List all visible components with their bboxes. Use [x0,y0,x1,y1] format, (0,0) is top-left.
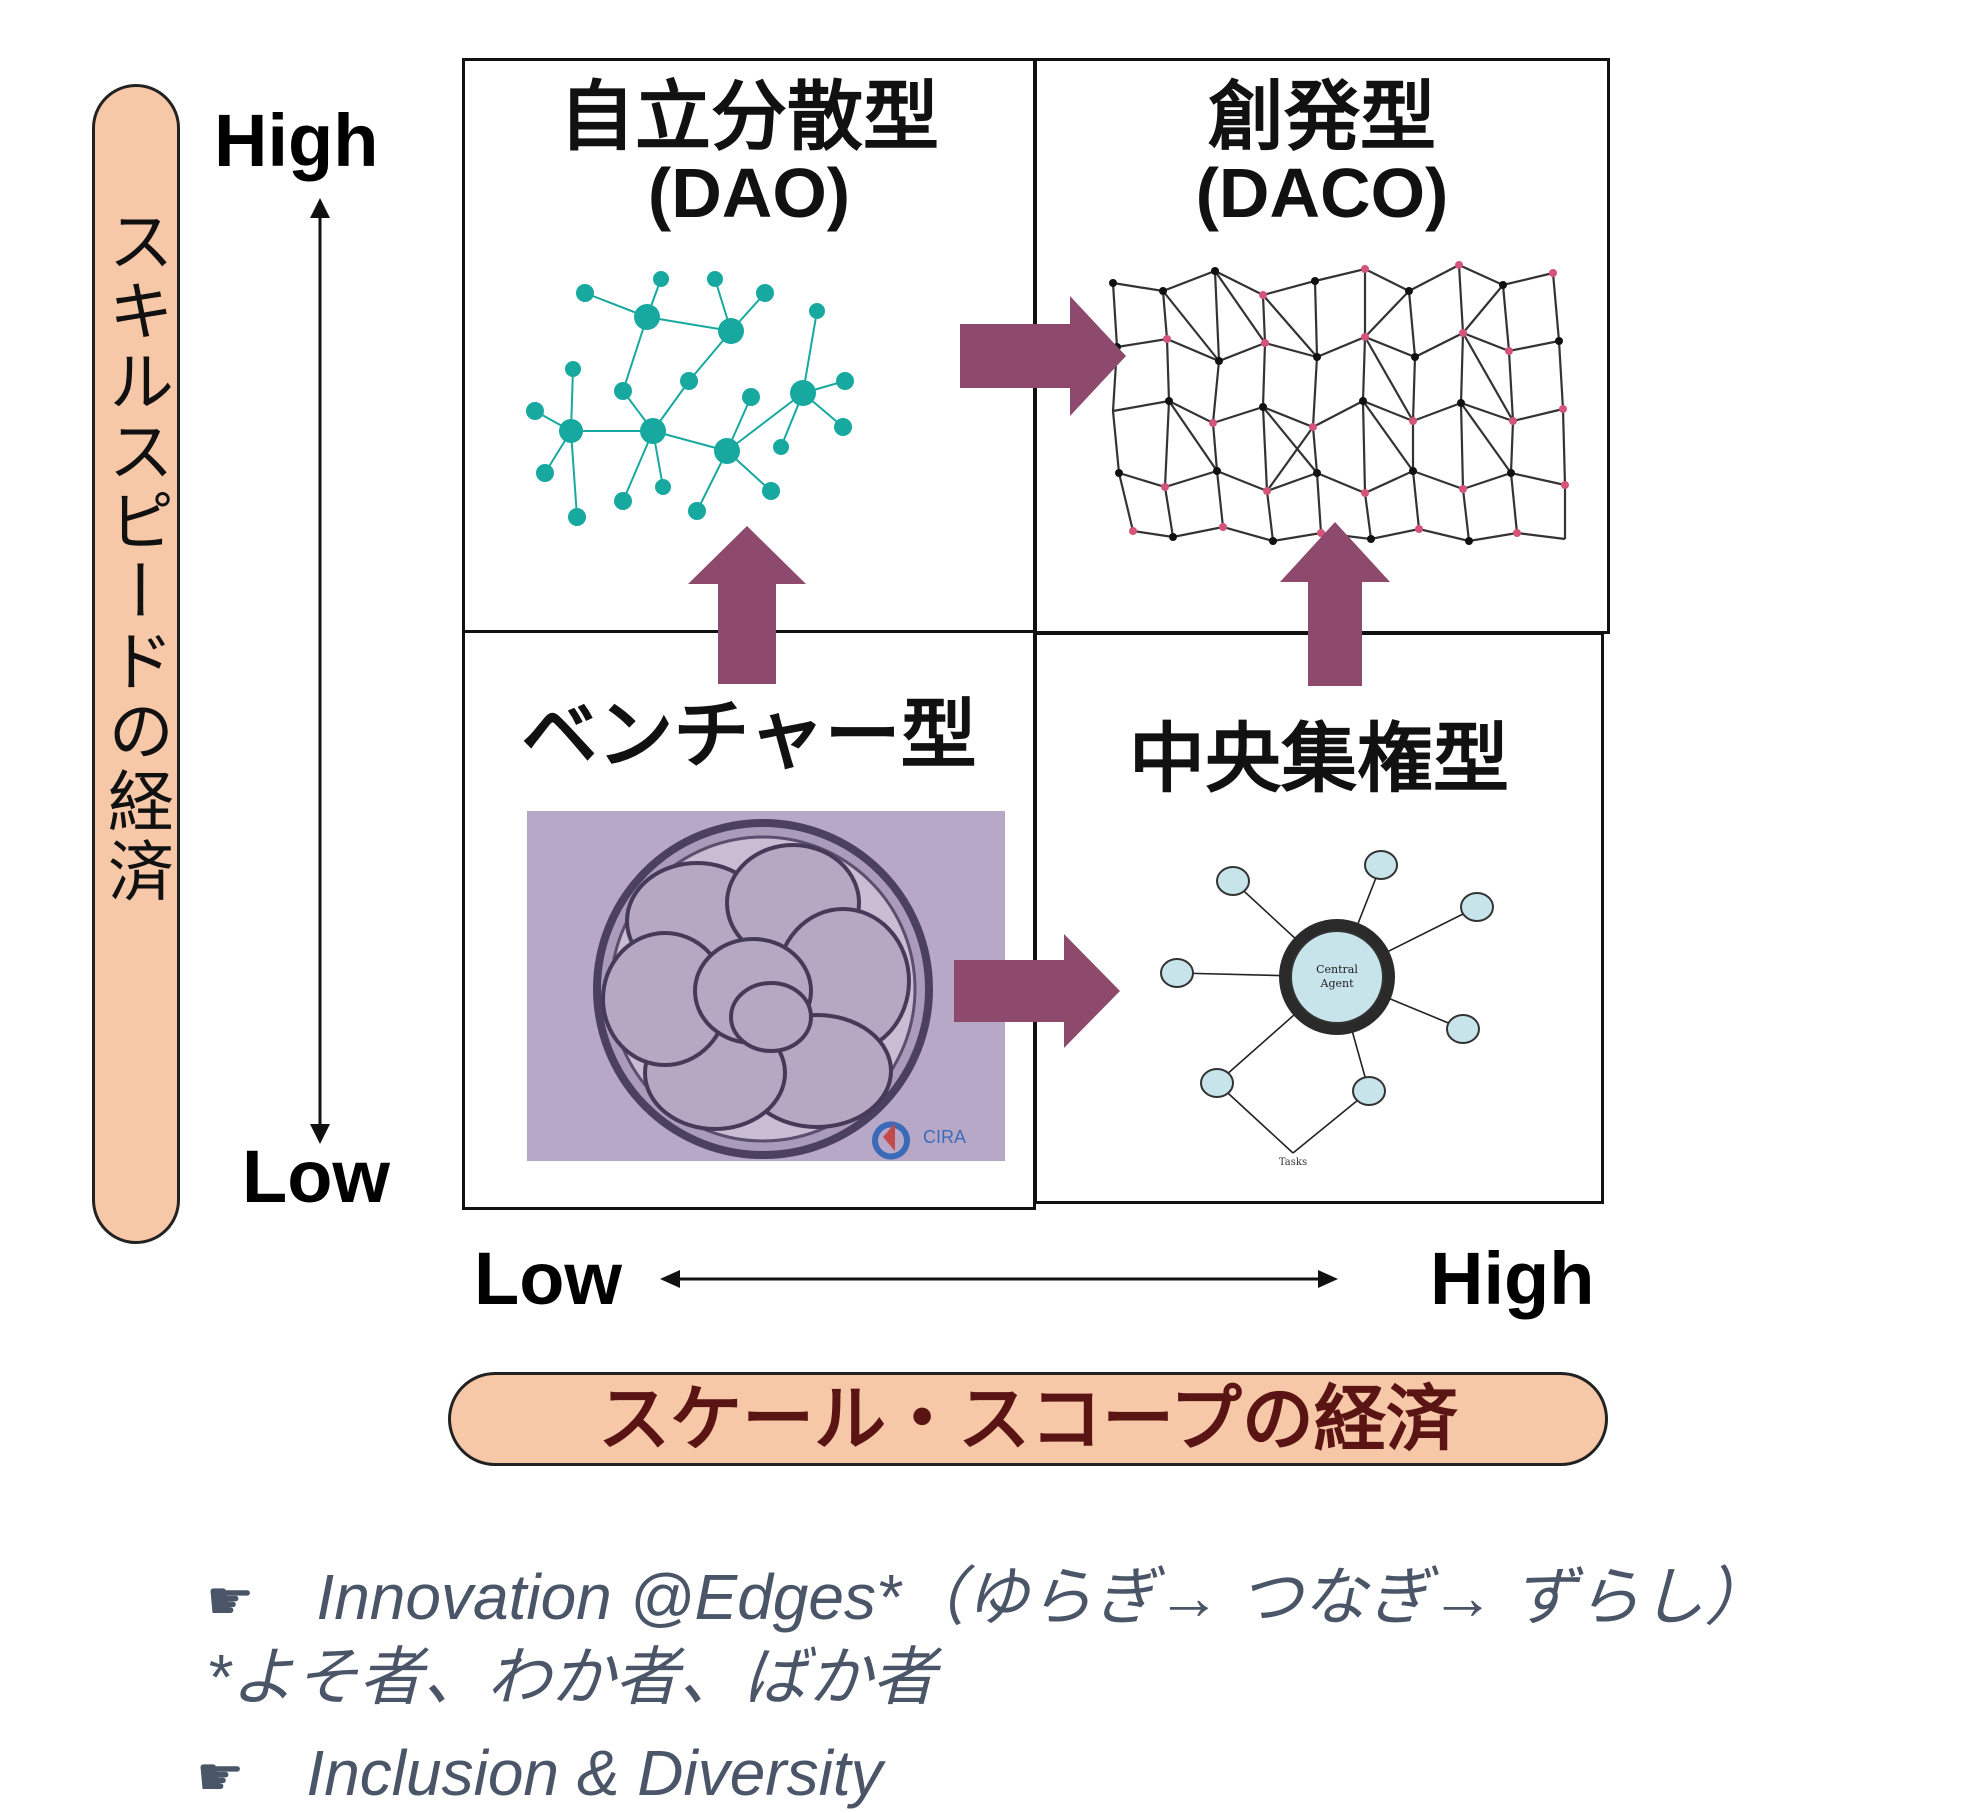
quadrant-central-title: 中央集権型 [1037,719,1601,799]
arrow-right-top [960,296,1126,416]
arrow-up-right [1280,522,1390,686]
note-outsiders: *よそ者、わか者、ばか者 [206,1641,937,1713]
dao-network-image [526,271,854,526]
arrow-up-left [688,526,806,684]
embryo-photo-image: CIRA [527,811,1005,1161]
central-title: 中央集権型 [1129,714,1509,803]
pointing-hand-icon: ☛ [206,1571,255,1631]
dao-title: 自立分散型 [559,72,939,161]
pointing-hand-icon: ☛ [196,1747,245,1807]
vertical-axis-low-label: Low [242,1135,390,1218]
vertical-axis-title-pill: スキルスピードの経済 [92,84,180,1244]
horizontal-axis-high-label: High [1430,1237,1595,1320]
vertical-axis-title: スキルスピードの経済 [97,207,174,907]
svg-text:Agent: Agent [1320,977,1355,990]
arrow-right-bottom [954,934,1120,1048]
svg-text:Central: Central [1316,963,1358,976]
daco-mesh-image [1109,261,1569,545]
svg-text:CIRA: CIRA [923,1127,966,1147]
note-innovation: ☛ Innovation @Edges*（ゆらぎ→ つなぎ→ ずらし） [206,1546,1768,1638]
quadrant-venture: ベンチャー型 CIRA [462,630,1036,1210]
vertical-axis-high-label: High [214,99,379,182]
horizontal-axis-low-label: Low [474,1237,622,1320]
quadrant-dao: 自立分散型 (DAO) [462,58,1036,634]
dao-subtitle: (DAO) [647,153,851,232]
quadrant-venture-title: ベンチャー型 [465,695,1033,775]
venture-title: ベンチャー型 [521,690,977,779]
quadrant-dao-title: 自立分散型 (DAO) [465,77,1033,230]
quadrant-daco-title: 創発型 (DACO) [1037,77,1607,230]
svg-text:Tasks: Tasks [1279,1157,1307,1167]
horizontal-axis-title-pill: スケール・スコープの経済 [448,1372,1608,1466]
quadrant-central: 中央集権型 Central Agent Tasks [1034,632,1604,1204]
note-inclusion: ☛ Inclusion & Diversity [196,1736,883,1810]
daco-subtitle: (DACO) [1195,153,1449,232]
central-agent-image: Central Agent Tasks [1160,850,1494,1167]
horizontal-axis-arrow [660,1270,1338,1288]
note-innovation-text: Innovation @Edges*（ゆらぎ→ つなぎ→ ずらし） [316,1561,1769,1633]
daco-title: 創発型 [1208,72,1436,161]
vertical-axis-arrow [310,198,330,1144]
note-inclusion-text: Inclusion & Diversity [306,1737,883,1809]
horizontal-axis-title: スケール・スコープの経済 [598,1377,1458,1461]
